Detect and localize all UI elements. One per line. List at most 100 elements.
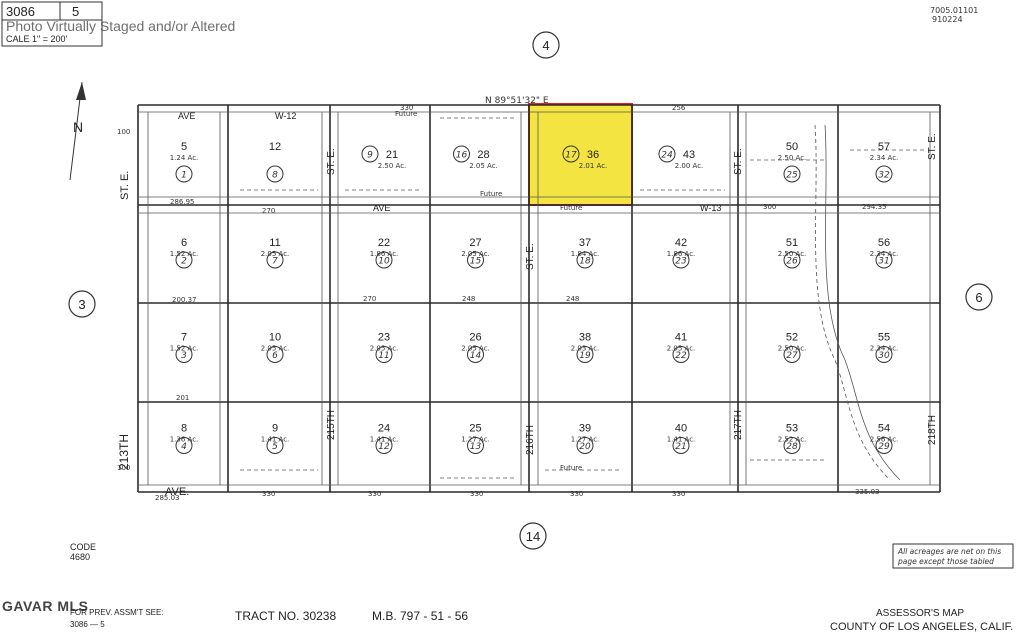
parcel-acreage: 2.05 Ac. xyxy=(461,250,490,258)
parcel-5[interactable]: 591.41 Ac. xyxy=(261,423,290,454)
parcel-number-circle xyxy=(266,165,284,183)
parcel-number-circle xyxy=(576,437,594,454)
lot-number: 5 xyxy=(181,141,187,153)
parcel-number: 31 xyxy=(878,257,889,267)
book-number: 3086 xyxy=(6,4,35,19)
lot-number: 6 xyxy=(181,237,187,249)
parcel-number: 30 xyxy=(878,351,890,361)
code-value: 4680 xyxy=(70,552,91,562)
parcel-number-circle xyxy=(266,437,284,454)
highlighted-parcel-17[interactable] xyxy=(528,103,633,206)
lot-number: 26 xyxy=(469,332,481,344)
parcel-1[interactable]: 1 51.24 Ac. xyxy=(170,141,199,183)
gavar-mls-logo: GAVAR MLS xyxy=(2,598,89,614)
street-st-e-218: ST. E. xyxy=(927,133,938,160)
parcel-acreage: 1.41 Ac. xyxy=(261,436,290,444)
lot-number: 10 xyxy=(269,332,281,344)
dim-330-b2: 330 xyxy=(368,490,381,498)
parcel-acreage: 2.03 Ac. xyxy=(571,345,600,353)
lot-number: 56 xyxy=(878,237,890,249)
parcel-acreage: 1.27 Ac. xyxy=(571,436,600,444)
parcel-acreage: 1.86 Ac. xyxy=(667,250,696,258)
parcel-number-circle xyxy=(658,145,676,163)
parcel-2[interactable]: 261.52 Ac. xyxy=(170,237,199,269)
dim-330-b5: 330 xyxy=(672,490,685,498)
parcel-grid xyxy=(137,104,941,493)
parcel-number: 24 xyxy=(661,151,673,161)
parcel-3[interactable]: 371.52 Ac. xyxy=(170,332,199,363)
parcel-acreage: 2.05 Ac. xyxy=(469,162,498,170)
parcel-number: 1 xyxy=(181,171,187,181)
map-page-ref-14[interactable]: 14 xyxy=(519,522,547,550)
parcel-number-circle xyxy=(266,346,284,363)
lot-number: 25 xyxy=(469,423,481,435)
parcel-acreage: 1.41 Ac. xyxy=(667,436,696,444)
virtual-staging-watermark: Photo Virtually Staged and/or Altered xyxy=(6,18,236,34)
lot-number: 38 xyxy=(579,332,591,344)
parcel-number: 28 xyxy=(786,442,798,452)
parcel-acreage: 2.34 Ac. xyxy=(870,154,899,162)
parcel-number: 18 xyxy=(579,257,591,267)
parcel-8[interactable]: 812 xyxy=(266,141,284,183)
map-page-ref-3[interactable]: 3 xyxy=(68,290,96,318)
parcel-acreage: 2.52 Ac. xyxy=(778,436,807,444)
parcel-number-circle xyxy=(576,346,594,363)
parcel-4[interactable]: 481.36 Ac. xyxy=(170,423,199,454)
map-page-ref-4[interactable]: 4 xyxy=(532,31,560,59)
svg-text:All acreages are net on this: All acreages are net on this xyxy=(897,547,1001,556)
map-page-references: 4 3 6 14 xyxy=(68,31,993,550)
parcel-number-circle xyxy=(175,165,193,183)
parcel-number: 5 xyxy=(272,442,278,452)
street-st-e-215: ST. E. xyxy=(326,148,337,175)
parcel-number: 9 xyxy=(367,151,373,161)
map-page-ref-6[interactable]: 6 xyxy=(965,283,993,311)
svg-text:page except those tabled: page except those tabled xyxy=(897,557,994,566)
dim-256-top: 256 xyxy=(672,104,686,112)
future-label-2: Future xyxy=(560,204,582,212)
parcel-number-circle xyxy=(783,165,801,183)
lot-number: 21 xyxy=(386,149,398,161)
dim-270-r3: 270 xyxy=(363,295,376,303)
street-w12: W-12 xyxy=(275,111,296,121)
parcel-number-circle xyxy=(175,437,193,454)
parcel-number: 15 xyxy=(470,257,482,267)
parcel-number: 10 xyxy=(378,257,390,267)
lot-number: 12 xyxy=(269,141,281,153)
parcel-number-circle xyxy=(875,251,893,269)
lot-number: 54 xyxy=(878,423,890,435)
parcel-number: 26 xyxy=(786,257,798,267)
dim-248-r3b: 248 xyxy=(566,295,579,303)
lot-number: 24 xyxy=(378,423,390,435)
svg-text:N: N xyxy=(73,119,83,135)
dim-330-b3: 330 xyxy=(470,490,483,498)
dim-285-03: 285.03 xyxy=(155,494,180,502)
parcel-acreage: 1.24 Ac. xyxy=(170,154,199,162)
parcel-acreage: 2.05 Ac. xyxy=(261,250,290,258)
